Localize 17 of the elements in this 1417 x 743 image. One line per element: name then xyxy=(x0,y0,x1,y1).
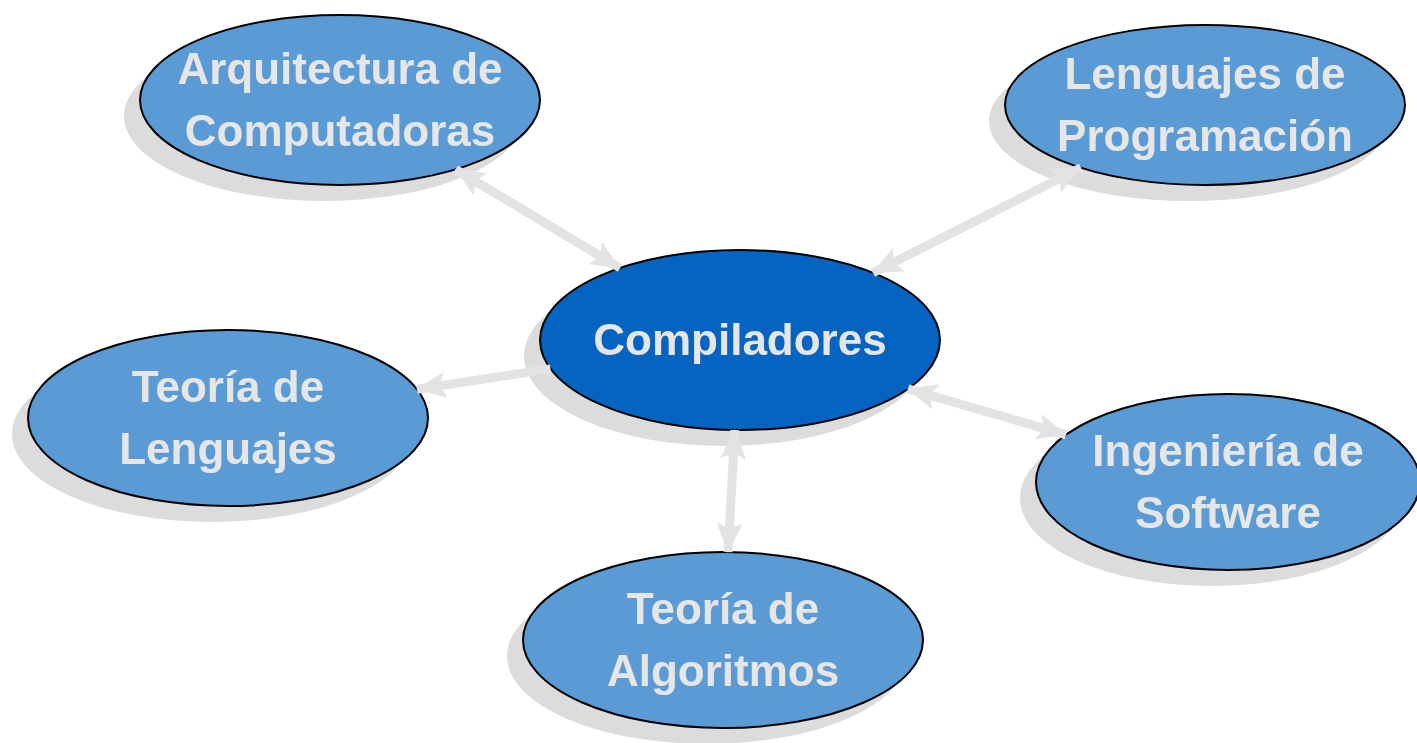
arrow xyxy=(871,163,1083,277)
ellipse-node xyxy=(507,552,925,743)
node-label: Teoría de Lenguajes xyxy=(118,361,338,475)
node-label: Lenguajes de Programación xyxy=(1056,48,1354,162)
arrow xyxy=(453,165,623,272)
arrow xyxy=(906,384,1068,440)
ellipse-node xyxy=(12,330,430,524)
ellipse-node xyxy=(989,25,1407,203)
ellipse-node xyxy=(124,15,542,203)
node-label: Arquitectura de Computadoras xyxy=(176,43,504,157)
ellipse-node xyxy=(1020,394,1417,588)
arrow xyxy=(716,428,747,554)
ellipse-node xyxy=(524,250,942,448)
node-label: Ingeniería de Software xyxy=(1091,425,1365,539)
node-label: Compiladores xyxy=(593,314,887,366)
node-label: Teoría de Algoritmos xyxy=(605,583,841,697)
arrow xyxy=(416,364,552,398)
